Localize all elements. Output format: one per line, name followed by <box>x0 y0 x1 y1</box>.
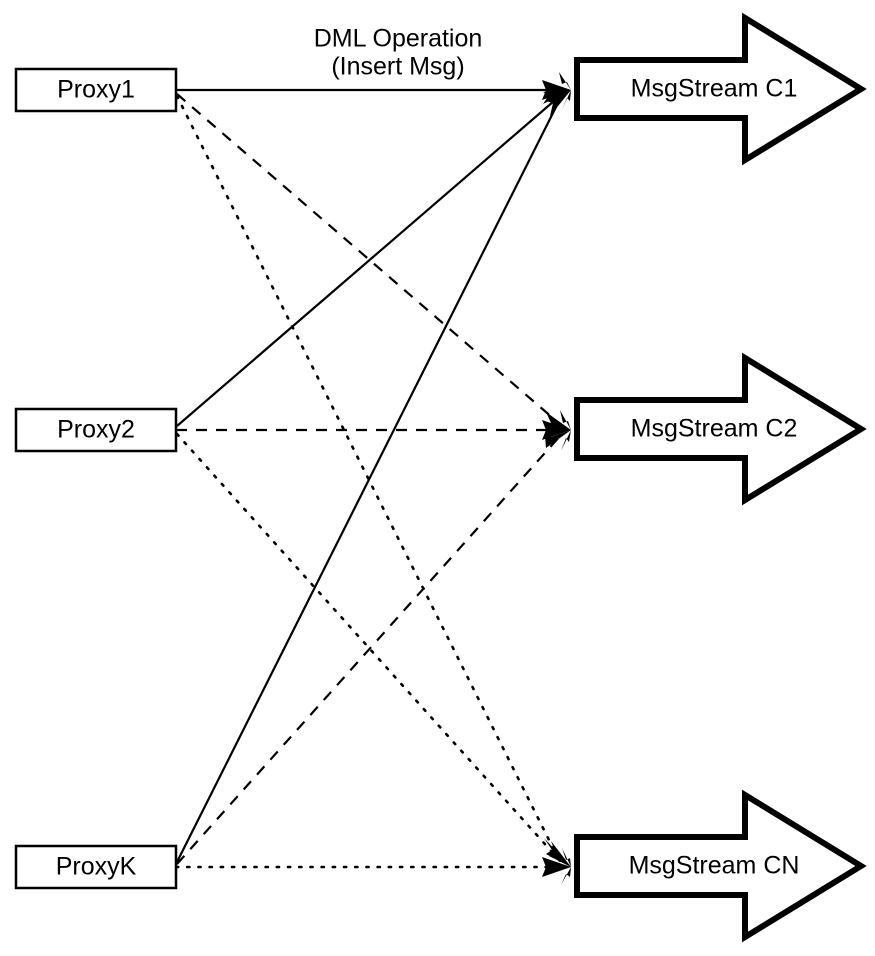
source-node-proxy1[interactable]: Proxy1 <box>14 67 178 113</box>
proxyk-box[interactable] <box>14 844 178 890</box>
edge-proxyk-to-msgstream-c1 <box>176 96 562 863</box>
msgstream-c1-arrow-shape[interactable] <box>574 12 867 166</box>
arrowhead-dashed-into-c2-from-proxy1 <box>545 412 571 430</box>
proxy2-box[interactable] <box>14 407 178 453</box>
proxy1-box[interactable] <box>14 67 178 113</box>
msgstream-c2-arrow-shape[interactable] <box>574 352 867 506</box>
arrowhead-layer <box>542 72 571 885</box>
target-node-msgstream-cn[interactable]: MsgStream CN <box>574 789 867 943</box>
target-node-msgstream-c1[interactable]: MsgStream C1 <box>574 12 867 166</box>
arrowhead-cluster-msgstream-c2 <box>542 410 571 451</box>
edge-proxy2-to-msgstream-c1 <box>176 94 562 427</box>
edge-layer <box>174 88 564 869</box>
msgstream-c2-label: MsgStream C2 <box>631 415 798 443</box>
arrowhead-cluster-spur-cn-a <box>562 848 571 867</box>
proxy2-label: Proxy2 <box>57 416 135 444</box>
arrowhead-cluster-msgstream-cn <box>542 838 571 885</box>
caption-line-2: (Insert Msg) <box>331 53 464 81</box>
dml-operation-caption: DML Operation (Insert Msg) <box>314 25 483 81</box>
arrowhead-cluster-msgstream-c1 <box>542 72 571 116</box>
edge-proxyk-to-msgstream-c2 <box>176 434 562 865</box>
target-node-msgstream-c2[interactable]: MsgStream C2 <box>574 352 867 506</box>
arrowhead-dashed-into-c2-from-proxyk <box>545 430 571 448</box>
arrowhead-cluster-spur-c2-a <box>560 410 571 430</box>
source-node-proxyk[interactable]: ProxyK <box>14 844 178 890</box>
arrowhead-dotted-into-cn-from-proxyk <box>542 857 571 877</box>
arrowhead-solid-into-c1-from-proxyk <box>546 90 571 116</box>
msgstream-cn-label: MsgStream CN <box>629 852 800 880</box>
msgstream-c1-label: MsgStream C1 <box>631 75 798 103</box>
msgstream-cn-arrow-shape[interactable] <box>574 789 867 943</box>
proxyk-label: ProxyK <box>56 853 137 881</box>
arrowhead-cluster-spur-c1-b <box>562 90 571 110</box>
arrowhead-dotted-into-cn-from-proxy2 <box>549 841 571 867</box>
proxy1-label: Proxy1 <box>57 76 135 104</box>
arrowhead-cluster-spur-c1-a <box>559 72 571 90</box>
edge-proxy1-to-msgstream-c2 <box>176 93 562 426</box>
source-node-proxy2[interactable]: Proxy2 <box>14 407 178 453</box>
caption-line-1: DML Operation <box>314 25 483 53</box>
arrowhead-cluster-spur-cn-b <box>561 867 571 885</box>
arrowhead-cluster-spur-c2-b <box>561 430 571 451</box>
